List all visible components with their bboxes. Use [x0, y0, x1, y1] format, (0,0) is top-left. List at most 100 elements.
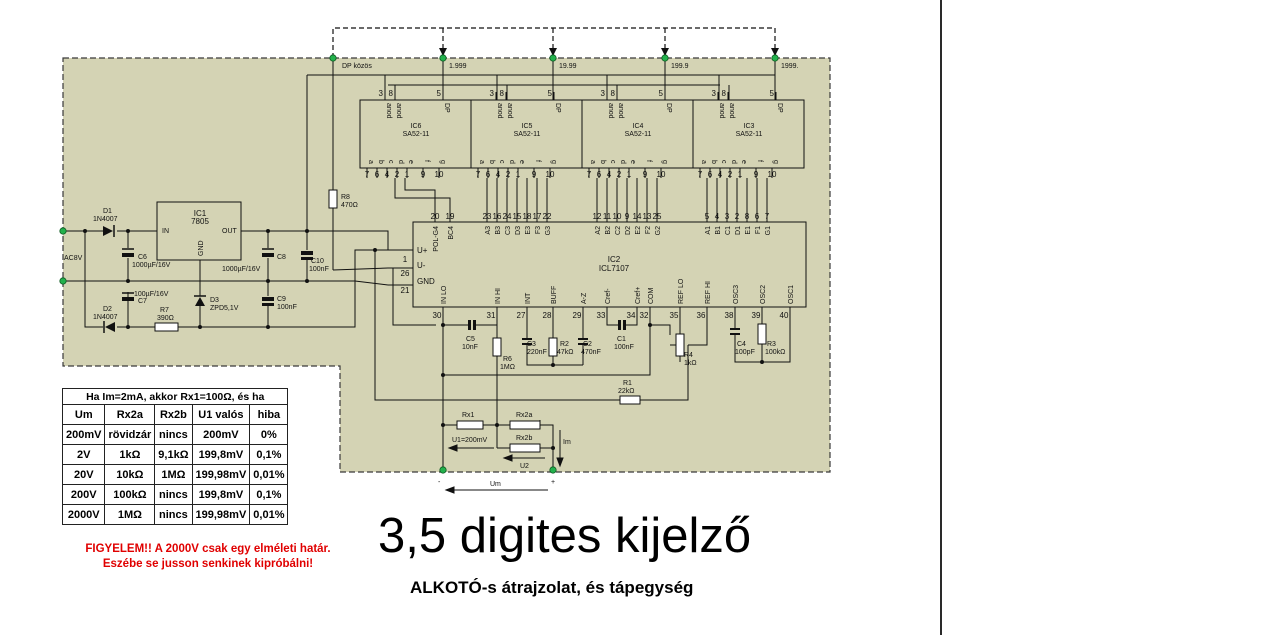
icl-pin-number: 38 — [725, 311, 734, 320]
display-pin-number: 1 — [405, 170, 410, 179]
r3-ref: R3 — [767, 341, 776, 348]
d2-ref: D2 — [103, 306, 112, 313]
c2-value: 470nF — [581, 349, 601, 356]
display-pin-name: anod — [506, 103, 513, 119]
display-segment-name: d — [619, 160, 626, 164]
icl-pin-name: BC4 — [448, 226, 455, 240]
regulator-7805: IC1 7805 IN OUT GND — [156, 201, 242, 261]
icl-pin-number: 23 — [483, 212, 492, 221]
table-cell: 200mV — [191, 424, 251, 445]
display-pin-number: 6 — [597, 170, 602, 179]
dp-tap-label: 1.999 — [449, 63, 467, 70]
c9-value: 100nF — [277, 304, 297, 311]
c1-value: 100nF — [614, 344, 634, 351]
display-pin-number: 4 — [385, 170, 390, 179]
display-segment-name: b — [599, 160, 606, 164]
dp-tap-label: 199.9 — [671, 63, 689, 70]
page-subtitle: ALKOTÓ-s átrajzolat, és tápegység — [410, 578, 694, 597]
cap-c4: C4 100pF — [730, 328, 755, 356]
table-cell: 199,98mV — [191, 504, 251, 525]
table-row: 200mV rövidzár nincs 200mV 0% — [61, 424, 289, 445]
icl-pin-name: B2 — [605, 226, 612, 235]
table-cell: 1kΩ — [104, 444, 156, 465]
table-cell: nincs — [154, 424, 193, 445]
icl-pin-number: 15 — [513, 212, 522, 221]
display-segment-name: b — [377, 160, 384, 164]
icl-pin-number: 4 — [715, 212, 720, 221]
icl-pin-name: C1 — [725, 226, 732, 235]
icl-pin-name: POL-G4 — [433, 226, 440, 252]
display-pin-name: anod — [395, 103, 402, 119]
icl-pin-number: 25 — [653, 212, 662, 221]
display-pin-number: 5 — [548, 89, 553, 98]
display-pin-number: 8 — [500, 89, 505, 98]
icl-pin-number: 21 — [401, 286, 410, 295]
icl-pin-number: 6 — [755, 212, 760, 221]
icl-pin-number: 28 — [543, 311, 552, 320]
display-segment-name: e — [740, 160, 747, 164]
icl-pin-number: 31 — [487, 311, 496, 320]
table-cell: 199,8mV — [191, 444, 251, 465]
display-pin-number: 7 — [476, 170, 481, 179]
display-part: SA52-11 — [403, 131, 430, 138]
display-segment-name: d — [730, 160, 737, 164]
table-cell: 200V — [61, 484, 106, 505]
table-cell: 20V — [61, 464, 106, 485]
display-pin-number: 7 — [365, 170, 370, 179]
icl-pin-number: 11 — [603, 212, 612, 221]
display-pin-number: 2 — [617, 170, 622, 179]
plus-terminal-label: + — [551, 479, 555, 486]
r4-value: 1kΩ — [684, 360, 697, 367]
r7-value: 390Ω — [157, 315, 174, 322]
table-cell: 0,1% — [249, 444, 289, 465]
display-segment-name: g — [550, 160, 557, 164]
display-segment-name: f — [645, 160, 652, 162]
segment-wiring — [394, 178, 768, 212]
zener-d3: D3 ZPD5,1V — [194, 295, 239, 312]
blank-pane — [942, 0, 1280, 635]
display-segment-name: d — [508, 160, 515, 164]
table-cell: 2000V — [61, 504, 106, 525]
icl-pin-name: C3 — [505, 226, 512, 235]
r3-value: 100kΩ — [765, 349, 785, 356]
r6-ref: R6 — [503, 356, 512, 363]
table-cell: rövidzár — [104, 424, 156, 445]
table-row: 20V 10kΩ 1MΩ 199,98mV 0,01% — [61, 464, 289, 485]
display-pin-number: 9 — [754, 170, 759, 179]
u2-label: U2 — [520, 463, 529, 470]
junction-dots — [83, 229, 764, 450]
display-pin-number: 6 — [375, 170, 380, 179]
display-pin-number: 8 — [389, 89, 394, 98]
display-pin-number: 4 — [607, 170, 612, 179]
icl-pin-name: U- — [417, 261, 426, 270]
um-label: Um — [490, 481, 501, 488]
icl-pin-name: A-Z — [581, 292, 588, 304]
display-pin-number: 8 — [722, 89, 727, 98]
display-segment-name: c — [387, 160, 394, 164]
table-header-row: Um Rx2a Rx2b U1 valós hiba — [61, 404, 289, 425]
display-pin-number: 6 — [708, 170, 713, 179]
r7-ref: R7 — [160, 307, 169, 314]
icl-pin-name: D2 — [625, 226, 632, 235]
resistor-r8: R8 470Ω — [328, 189, 358, 209]
table-header: hiba — [249, 404, 289, 425]
r1-value: 22kΩ — [618, 388, 635, 395]
icl-pin-name: B1 — [715, 226, 722, 235]
icl-pin-name: E2 — [635, 226, 642, 235]
icl-pin-name: B3 — [495, 226, 502, 235]
display-pin-number: 2 — [506, 170, 511, 179]
d1-ref: D1 — [103, 208, 112, 215]
icl-pin-number: 20 — [431, 212, 440, 221]
icl-pin-number: 3 — [725, 212, 730, 221]
icl-pin-name: Cref- — [605, 288, 612, 304]
cap-c8: C8 1000µF/16V — [222, 248, 286, 273]
table-header: Rx2b — [154, 404, 193, 425]
c3-ref: C3 — [527, 341, 536, 348]
display-part: SA52-11 — [625, 131, 652, 138]
table-cell: 200mV — [61, 424, 106, 445]
icl-pin-number: 36 — [697, 311, 706, 320]
icl-pin-number: 5 — [705, 212, 710, 221]
icl-pin-name: F1 — [755, 226, 762, 234]
